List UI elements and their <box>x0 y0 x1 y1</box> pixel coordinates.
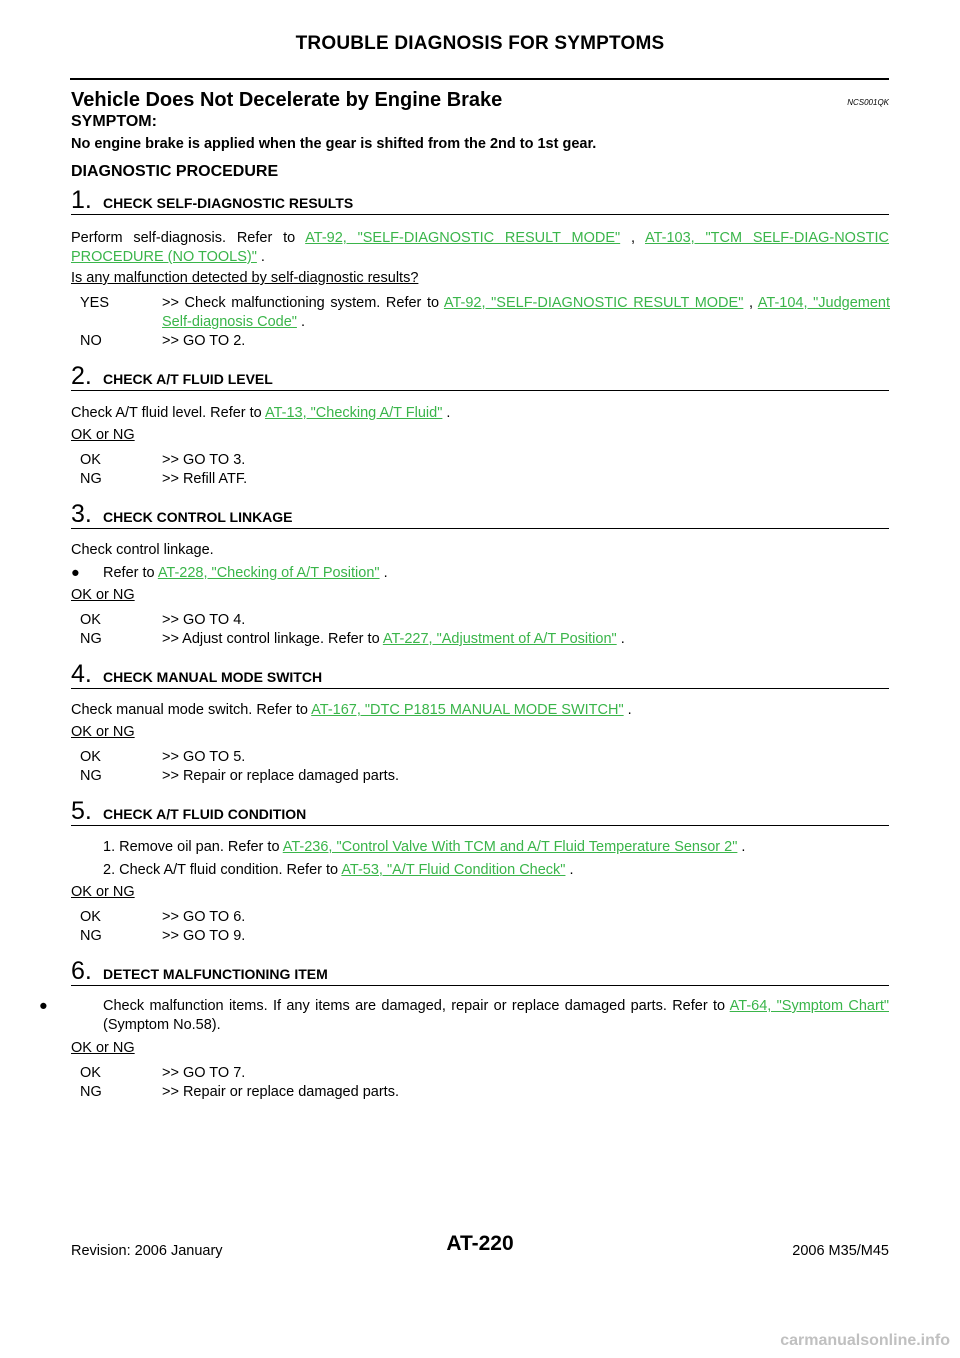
watermark: carmanualsonline.info <box>780 1332 950 1349</box>
link-at-92[interactable]: AT-92, "SELF-DIAGNOSTIC RESULT MODE" <box>305 230 621 246</box>
answer-row: NO >> GO TO 2. <box>80 333 246 349</box>
step-4-question: OK or NG <box>71 724 135 740</box>
step-1-instruction: Perform self-diagnosis. Refer to AT-92, … <box>71 230 889 265</box>
link-at-104[interactable]: AT-104, "Judgement Self-diagnosis Code" <box>162 295 890 330</box>
link-at-13[interactable]: AT-13, "Checking A/T Fluid" <box>264 405 443 421</box>
diagnostic-procedure-title: DIAGNOSTIC PROCEDURE <box>71 163 279 180</box>
bullet-icon: ● <box>39 998 48 1014</box>
symptom-label: SYMPTOM: <box>71 113 157 130</box>
link-at-53[interactable]: AT-53, "A/T Fluid Condition Check" <box>341 862 566 878</box>
footer-page-number: AT-220 <box>446 1232 514 1255</box>
answer-row: YES >> Check malfunctioning system. Refe… <box>80 295 890 330</box>
step-2-answers: OK>> GO TO 3. NG>> Refill ATF. <box>80 452 248 487</box>
step-2-question: OK or NG <box>71 427 135 443</box>
step-5-item-1: 1. Remove oil pan. Refer to AT-236, "Con… <box>103 839 746 855</box>
step-5-question: OK or NG <box>71 884 135 900</box>
step-1-answers: YES >> Check malfunctioning system. Refe… <box>80 294 890 351</box>
footer-model: 2006 M35/M45 <box>792 1243 889 1259</box>
step-2-heading: 2. CHECK A/T FLUID LEVEL <box>71 362 889 391</box>
step-3-bullet: ●Refer to AT-228, "Checking of A/T Posit… <box>71 565 388 581</box>
step-3-instruction: Check control linkage. <box>71 542 214 558</box>
link-at-103[interactable]: AT-103, "TCM SELF-DIAG-NOSTIC PROCEDURE … <box>71 230 889 265</box>
header-rule <box>70 78 889 80</box>
step-5-heading: 5. CHECK A/T FLUID CONDITION <box>71 797 889 826</box>
symptom-text: No engine brake is applied when the gear… <box>71 136 597 152</box>
step-6-answers: OK>> GO TO 7. NG>> Repair or replace dam… <box>80 1065 399 1100</box>
step-4-answers: OK>> GO TO 5. NG>> Repair or replace dam… <box>80 749 399 784</box>
step-4-instruction: Check manual mode switch. Refer to AT-16… <box>71 702 632 718</box>
section-title: Vehicle Does Not Decelerate by Engine Br… <box>71 89 503 111</box>
step-4-heading: 4. CHECK MANUAL MODE SWITCH <box>71 660 889 689</box>
step-1-question: Is any malfunction detected by self-diag… <box>71 270 419 286</box>
step-3-answers: OK>> GO TO 4. NG>> Adjust control linkag… <box>80 612 625 647</box>
link-at-167[interactable]: AT-167, "DTC P1815 MANUAL MODE SWITCH" <box>311 702 624 718</box>
step-6-heading: 6. DETECT MALFUNCTIONING ITEM <box>71 957 889 986</box>
step-3-heading: 3. CHECK CONTROL LINKAGE <box>71 500 889 529</box>
step-5-answers: OK>> GO TO 6. NG>> GO TO 9. <box>80 909 246 944</box>
step-2-instruction: Check A/T fluid level. Refer to AT-13, "… <box>71 405 451 421</box>
link-at-64[interactable]: AT-64, "Symptom Chart" <box>729 998 889 1014</box>
step-title: CHECK SELF-DIAGNOSTIC RESULTS <box>103 195 354 211</box>
link-at-227[interactable]: AT-227, "Adjustment of A/T Position" <box>382 631 617 647</box>
page-header-title: TROUBLE DIAGNOSIS FOR SYMPTOMS <box>295 33 665 54</box>
link-at-236[interactable]: AT-236, "Control Valve With TCM and A/T … <box>282 839 738 855</box>
link-at-92-answer[interactable]: AT-92, "SELF-DIAGNOSTIC RESULT MODE" <box>443 295 744 311</box>
step-6-question: OK or NG <box>71 1040 135 1056</box>
footer-revision: Revision: 2006 January <box>71 1243 223 1259</box>
step-6-bullet: ●Check malfunction items. If any items a… <box>39 998 889 1033</box>
step-3-question: OK or NG <box>71 587 135 603</box>
step-5-item-2: 2. Check A/T fluid condition. Refer to A… <box>103 862 574 878</box>
link-at-228[interactable]: AT-228, "Checking of A/T Position" <box>157 565 380 581</box>
step-1-heading: 1. CHECK SELF-DIAGNOSTIC RESULTS <box>71 186 889 215</box>
bullet-icon: ● <box>71 565 80 581</box>
step-number: 1. <box>71 186 92 214</box>
section-code: NCS001QK <box>847 98 889 107</box>
